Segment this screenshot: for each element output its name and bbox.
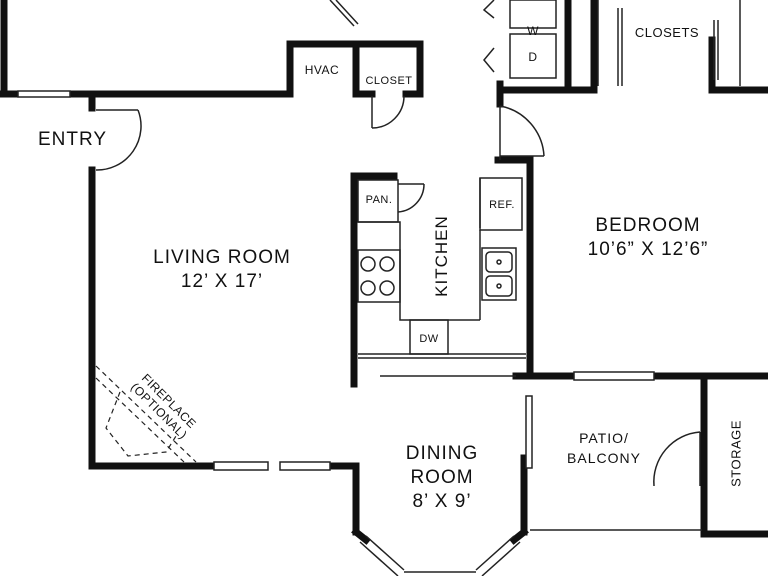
window-living-2 — [279, 461, 331, 471]
window-entry — [17, 90, 71, 98]
dining-room-label: DINING ROOM 8’ X 9’ — [384, 442, 500, 514]
dining-room-line2: ROOM — [410, 467, 474, 488]
hvac-label: HVAC — [304, 63, 340, 77]
walls — [0, 0, 768, 545]
patio-label: PATIO/ BALCONY — [556, 428, 652, 468]
details — [17, 0, 741, 576]
stove — [357, 249, 401, 303]
dryer-label: D — [528, 50, 538, 64]
dishwasher-label: DW — [419, 333, 439, 345]
living-room-label: LIVING ROOM 12’ X 17’ — [146, 246, 298, 294]
closets-label: CLOSETS — [634, 25, 700, 40]
window-living-1 — [213, 461, 269, 471]
living-room-name: LIVING ROOM — [153, 247, 291, 268]
patio-line2: BALCONY — [567, 450, 641, 466]
dining-room-size: 8’ X 9’ — [412, 491, 472, 512]
living-room-size: 12’ X 17’ — [180, 271, 264, 292]
closet-label: CLOSET — [365, 75, 413, 87]
bedroom-name: BEDROOM — [595, 215, 701, 236]
refrigerator-label: REF. — [489, 199, 515, 211]
storage-label: STORAGE — [728, 420, 744, 487]
bedroom-size: 10’6” X 12’6” — [587, 239, 709, 260]
entry-label: ENTRY — [38, 129, 108, 150]
pantry-label: PAN. — [365, 194, 393, 206]
sink — [481, 247, 517, 301]
washer-box — [509, 0, 557, 29]
dishwasher-box — [409, 319, 449, 355]
window-bedroom — [573, 371, 655, 381]
kitchen-label: KITCHEN — [432, 215, 451, 297]
bedroom-label: BEDROOM 10’6” X 12’6” — [570, 214, 726, 262]
patio-line1: PATIO/ — [579, 430, 629, 446]
washer-label: W — [527, 24, 539, 38]
patio-door — [525, 395, 533, 469]
dining-room-line1: DINING — [405, 443, 479, 464]
dryer-box — [509, 33, 557, 79]
refrigerator-box — [479, 177, 523, 231]
